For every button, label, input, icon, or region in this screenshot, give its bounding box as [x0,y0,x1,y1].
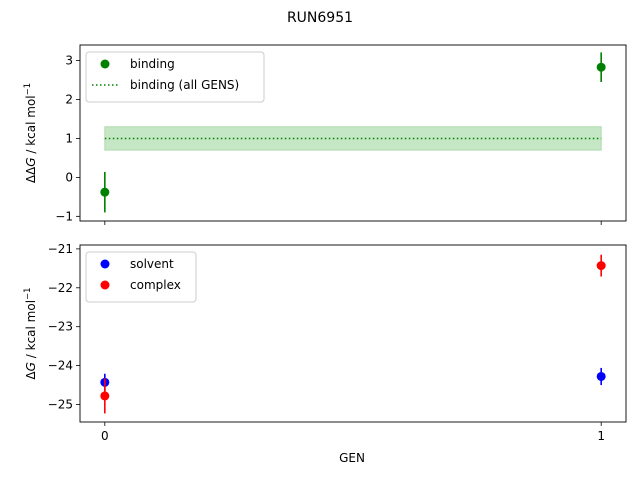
figure-title: RUN6951 [287,10,353,26]
legend-label: solvent [130,257,174,271]
y-axis-label: ΔΔG / kcal mol−1 [23,83,38,183]
y-tick-label: −25 [48,397,73,411]
y-tick-label: −1 [55,209,73,223]
y-tick-label: 2 [65,93,73,107]
legend-marker [100,59,110,69]
y-tick-label: −23 [48,320,73,334]
y-axis-label: ΔG / kcal mol−1 [23,287,38,379]
legend-box [85,251,197,303]
legend-label: complex [130,278,181,292]
y-tick-label: −22 [48,281,73,295]
data-point [596,261,606,271]
data-point [100,391,110,401]
y-tick-label: 3 [65,54,73,68]
x-tick-label: 1 [597,429,605,443]
data-point [100,187,110,197]
axes-frame [79,244,627,423]
x-tick-label: 0 [101,429,109,443]
x-axis-label: GEN [339,451,365,465]
y-tick-label: 1 [65,131,73,145]
y-tick-label: 0 [65,170,73,184]
axes-frame [79,44,627,222]
legend-label: binding (all GENS) [130,78,239,92]
legend-label: binding [130,57,175,71]
data-point [596,371,606,381]
panel-bottom: −25 −24 −23 −22 −21 0 1 ΔG / kcal mol−1 solvent c… [23,242,627,443]
y-tick-label: −21 [48,242,73,256]
legend-marker [100,259,110,269]
y-tick-label: −24 [48,359,73,373]
data-point [596,62,606,72]
legend-marker [100,280,110,290]
legend-box [85,51,265,103]
